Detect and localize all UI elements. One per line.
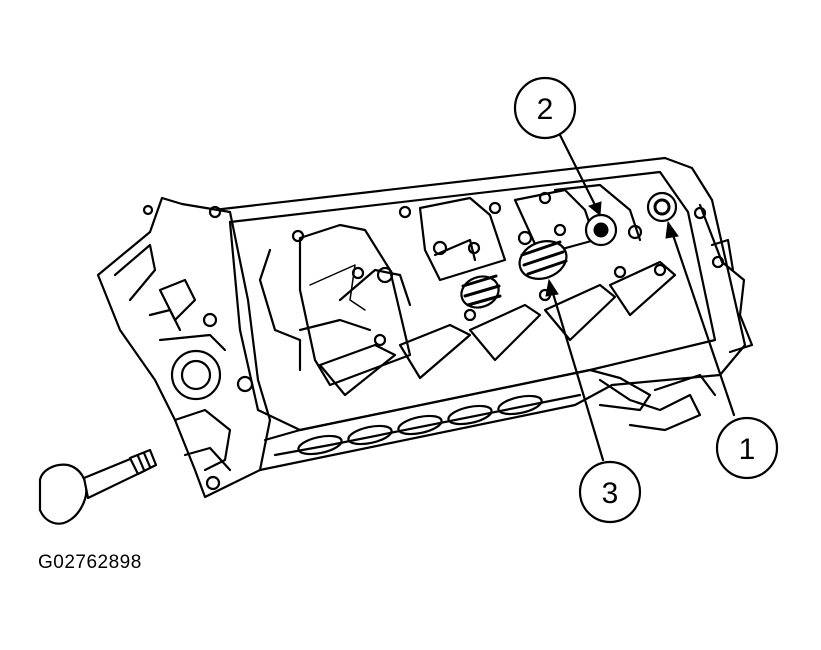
callout-3: 3 bbox=[578, 460, 642, 524]
valve-keeper bbox=[646, 191, 678, 223]
callout-3-label: 3 bbox=[602, 477, 619, 510]
valve-spring-assembly bbox=[460, 240, 568, 309]
figure-id: G02762898 bbox=[38, 552, 142, 573]
leader-lines bbox=[545, 123, 736, 462]
callout-2-label: 2 bbox=[537, 93, 554, 126]
callout-1: 1 bbox=[715, 416, 779, 480]
valve-spring-retainer bbox=[584, 213, 618, 247]
callout-1-label: 1 bbox=[739, 433, 756, 466]
valve bbox=[38, 448, 158, 525]
callout-2: 2 bbox=[513, 76, 577, 140]
